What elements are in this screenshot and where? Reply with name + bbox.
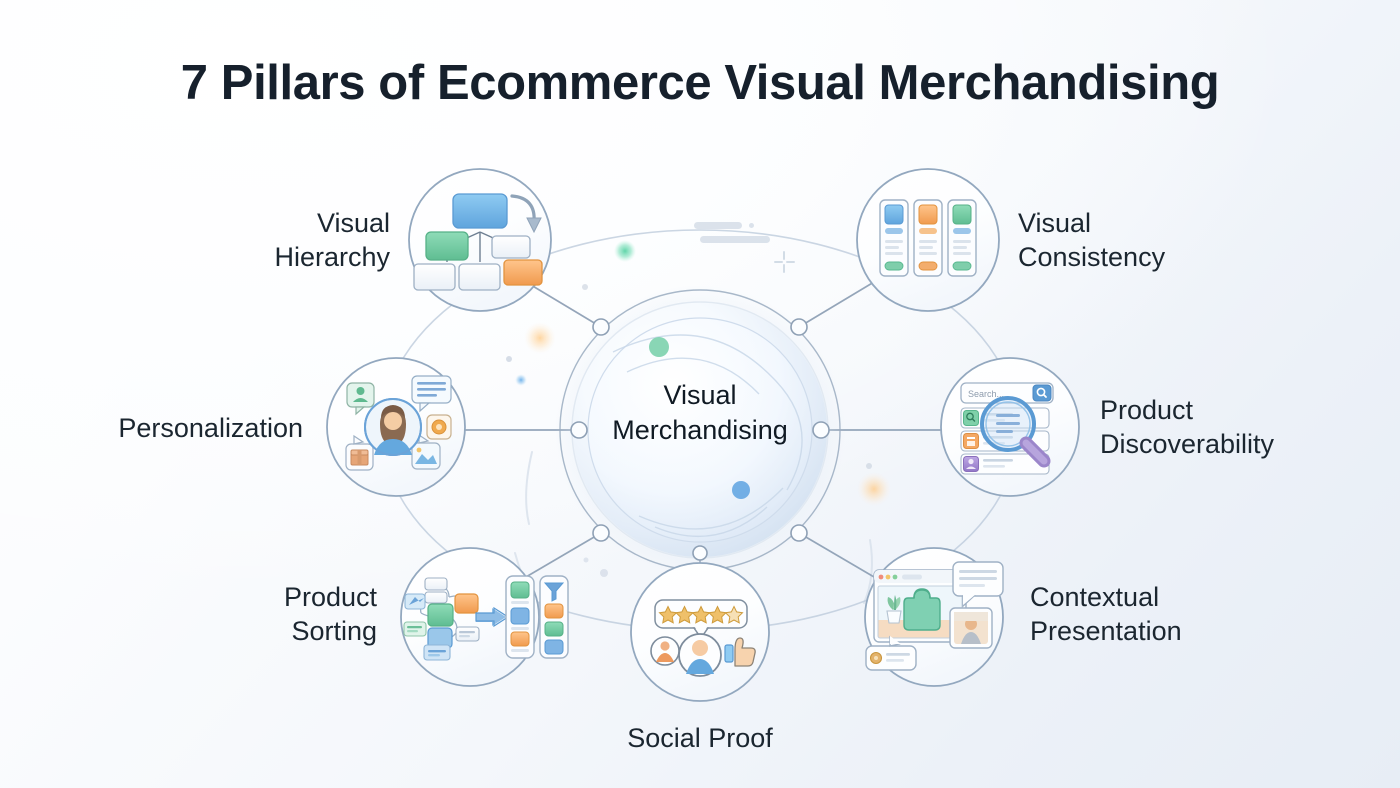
hierarchy-box-green	[425, 231, 469, 261]
hierarchy-tree-icon	[413, 193, 543, 291]
thumbs-up-icon	[724, 637, 756, 667]
label-product-discoverability: Product Discoverability	[1100, 395, 1275, 459]
blue-glow-dot	[515, 374, 527, 386]
hierarchy-box-blue	[452, 193, 508, 229]
badge-card	[865, 635, 917, 671]
orbit-node-left	[570, 421, 588, 439]
hub-green-dot	[649, 337, 669, 357]
page-title: 7 Pillars of Ecommerce Visual Merchandis…	[180, 56, 1220, 110]
star-rating	[658, 605, 744, 624]
orbit-node-bottom-right	[790, 524, 808, 542]
orange-glow-dot	[857, 472, 891, 506]
hierarchy-arrow-head	[526, 217, 542, 234]
search-magnifier-icon: Search...	[960, 382, 1054, 475]
hierarchy-box-white	[491, 235, 531, 259]
search-placeholder-text: Search...	[968, 389, 1004, 399]
orbit-node-bottom-left	[592, 524, 610, 542]
hub-orbit-ring	[559, 289, 841, 571]
sparkle-plus	[774, 251, 795, 273]
orbit-node-top-right	[790, 318, 808, 336]
comment-bubble	[952, 561, 1004, 608]
filter-funnel-icon	[543, 582, 565, 602]
search-input	[960, 382, 1054, 404]
stars-reviews-icon	[650, 599, 756, 677]
label-visual-hierarchy: Visual Hierarchy	[274, 208, 390, 272]
hierarchy-box-white	[458, 263, 501, 291]
label-social-proof: Social Proof	[627, 723, 773, 753]
sort-arrow	[475, 606, 510, 628]
grey-dot	[583, 557, 589, 563]
label-personalization: Personalization	[118, 413, 303, 443]
connector-contextual-presentation	[798, 532, 887, 585]
pillar-product-sorting[interactable]	[400, 547, 569, 687]
grey-dot	[866, 463, 872, 469]
magnifier-glass	[980, 396, 1051, 468]
avatar-small	[650, 636, 680, 666]
hub-orb-inner	[587, 317, 813, 543]
pillar-product-discoverability[interactable]: Search...	[940, 357, 1080, 497]
avatar-main	[678, 633, 722, 677]
hierarchy-box-orange	[503, 259, 543, 286]
pillar-visual-hierarchy[interactable]	[408, 168, 552, 312]
label-visual-consistency: Visual Consistency	[1018, 208, 1166, 272]
pillar-social-proof[interactable]	[630, 562, 770, 702]
hub-label: Visual Merchandising	[612, 380, 788, 445]
grey-dot	[600, 569, 608, 577]
orbit-node-top-left	[592, 318, 610, 336]
hub-blue-dot	[732, 481, 750, 499]
hub-orb-swirls	[612, 334, 803, 538]
orange-glow-dot	[524, 322, 556, 354]
sort-filter-icon	[403, 575, 569, 661]
hub-node[interactable]	[555, 285, 845, 575]
label-product-sorting: Product Sorting	[283, 582, 377, 646]
search-button	[1032, 384, 1052, 402]
photo-card	[949, 607, 993, 649]
pillar-personalization[interactable]	[326, 357, 466, 497]
dash-bar	[694, 222, 770, 243]
pillar-contextual-presentation[interactable]	[864, 547, 1004, 687]
grey-dot	[582, 284, 588, 290]
user-avatar-bubbles-icon	[345, 375, 452, 471]
label-contextual-presentation: Contextual Presentation	[1030, 582, 1182, 646]
orbit-node-right	[812, 421, 830, 439]
green-glow-dot	[614, 240, 636, 262]
consistent-cards-icon	[879, 199, 977, 277]
hierarchy-box-white	[413, 263, 456, 291]
orbit-node-bottom	[692, 545, 708, 561]
pillar-visual-consistency[interactable]	[856, 168, 1000, 312]
grey-dot	[506, 356, 512, 362]
browser-lifestyle-icon	[865, 561, 1004, 671]
connector-visual-consistency	[798, 275, 885, 328]
